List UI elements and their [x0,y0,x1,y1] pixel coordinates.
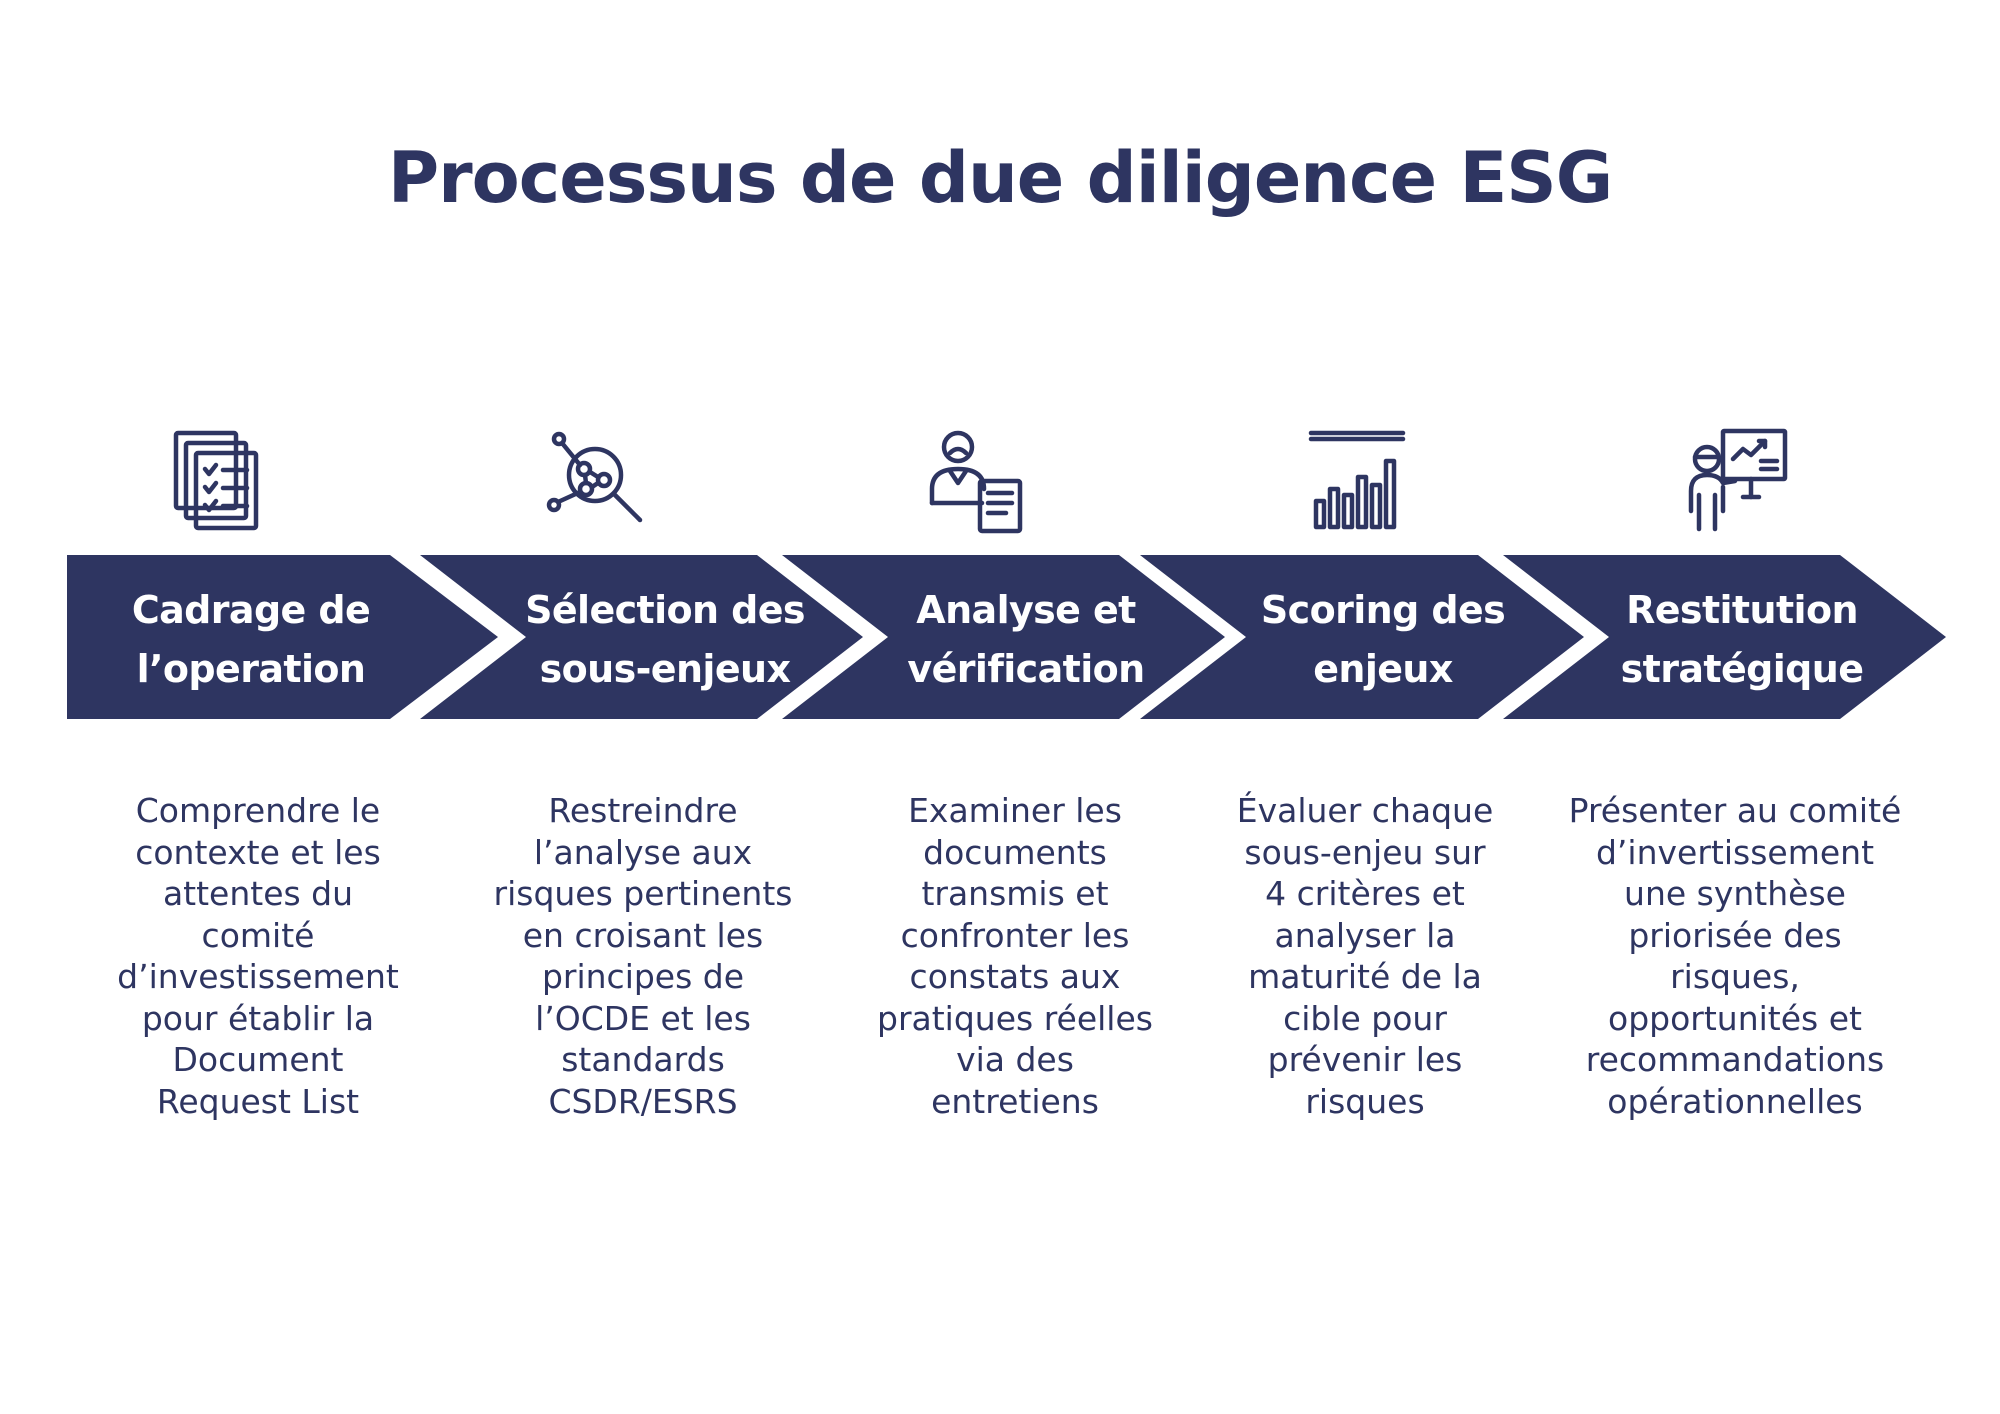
network-magnifier-icon [536,425,646,535]
step-label-5: Restitution stratégique [1620,588,1864,691]
step-description-2: Restreindre l’analyse aux risques pertin… [493,791,793,1121]
step-label-2: Sélection des sous-enjeux [525,588,805,691]
bar-chart-icon [1303,425,1413,535]
chevron-step-3 [782,555,1225,719]
step-description-1: Comprendre le contexte et les attentes d… [117,791,399,1121]
step-description-3: Examiner les documents transmis et confr… [877,791,1153,1121]
page-title: Processus de due diligence ESG [387,137,1613,219]
chevron-step-1 [67,555,498,719]
step-label-3: Analyse et vérification [907,588,1145,691]
step-label-4: Scoring des enjeux [1260,588,1506,691]
chevron-step-5 [1503,555,1946,719]
step-description-4: Évaluer chaque sous-enjeu sur 4 critères… [1236,791,1494,1121]
chevron-step-4 [1140,555,1584,719]
presenter-board-icon [1681,425,1791,535]
step-description-5: Présenter au comité d’invertissement une… [1568,791,1902,1121]
step-label-1: Cadrage de l’operation [131,588,371,691]
person-document-icon [922,425,1032,535]
chevron-step-2 [420,555,863,719]
checklist-documents-icon [159,425,269,535]
